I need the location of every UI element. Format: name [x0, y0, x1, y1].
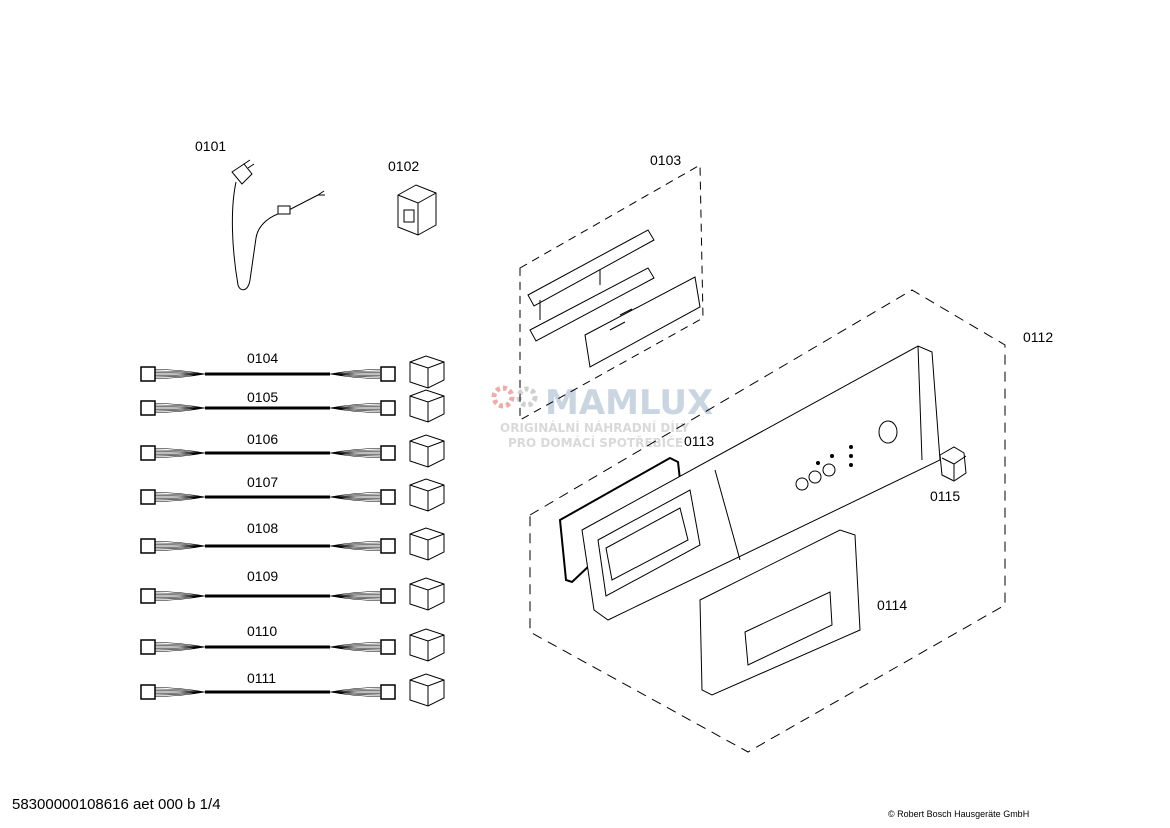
label-0105: 0105	[247, 389, 278, 405]
cable-0104[interactable]	[140, 355, 445, 389]
watermark: MAMLUX ORIGINÁLNÍ NÁHRADNÍ DÍLY PRO DOMÁ…	[491, 383, 713, 450]
label-0112: 0112	[1023, 329, 1053, 345]
cable-harnesses	[140, 355, 445, 707]
part-0101-power-cord[interactable]	[231, 159, 325, 291]
watermark-line2: PRO DOMÁCÍ SPOTŘEBIČE	[508, 435, 683, 450]
component-0110	[409, 628, 445, 662]
document-id: 58300000108616 aet 000 b 1/4	[12, 796, 221, 813]
component-0105	[409, 389, 445, 423]
label-0114: 0114	[877, 597, 907, 613]
dashed-box-0103	[519, 164, 704, 421]
label-0113: 0113	[684, 433, 714, 449]
part-0102-filter[interactable]	[397, 184, 437, 236]
label-0103: 0103	[650, 152, 681, 168]
cable-0109[interactable]	[140, 577, 445, 611]
label-0101: 0101	[195, 138, 226, 154]
component-0108	[409, 527, 445, 561]
label-0106: 0106	[247, 431, 278, 447]
cable-0111[interactable]	[140, 673, 445, 707]
cable-0108[interactable]	[140, 527, 445, 561]
component-0109	[409, 577, 445, 611]
part-0115-knob[interactable]	[939, 446, 967, 482]
label-0104: 0104	[247, 350, 278, 366]
label-0107: 0107	[247, 474, 278, 490]
label-0115: 0115	[930, 488, 960, 504]
cable-0110[interactable]	[140, 628, 445, 662]
component-0107	[409, 478, 445, 512]
watermark-gear-icon	[491, 385, 515, 409]
dashed-box-0112	[529, 289, 1006, 753]
component-0104	[409, 355, 445, 389]
copyright: © Robert Bosch Hausgeräte GmbH	[888, 809, 1030, 819]
part-0103-control-module[interactable]	[527, 229, 701, 368]
label-0108: 0108	[247, 520, 278, 536]
cable-0105[interactable]	[140, 389, 445, 423]
watermark-line1: ORIGINÁLNÍ NÁHRADNÍ DÍLY	[500, 420, 690, 435]
part-0114-drawer-handle[interactable]	[699, 529, 861, 696]
watermark-gear-icon-2	[516, 386, 538, 408]
cable-0107[interactable]	[140, 478, 445, 512]
label-0109: 0109	[247, 568, 278, 584]
watermark-brand: MAMLUX	[545, 383, 713, 423]
label-0111: 0111	[247, 670, 276, 686]
component-0111	[409, 673, 445, 707]
label-0110: 0110	[247, 623, 277, 639]
component-0106	[409, 434, 445, 468]
cable-0106[interactable]	[140, 434, 445, 468]
label-0102: 0102	[388, 158, 419, 174]
